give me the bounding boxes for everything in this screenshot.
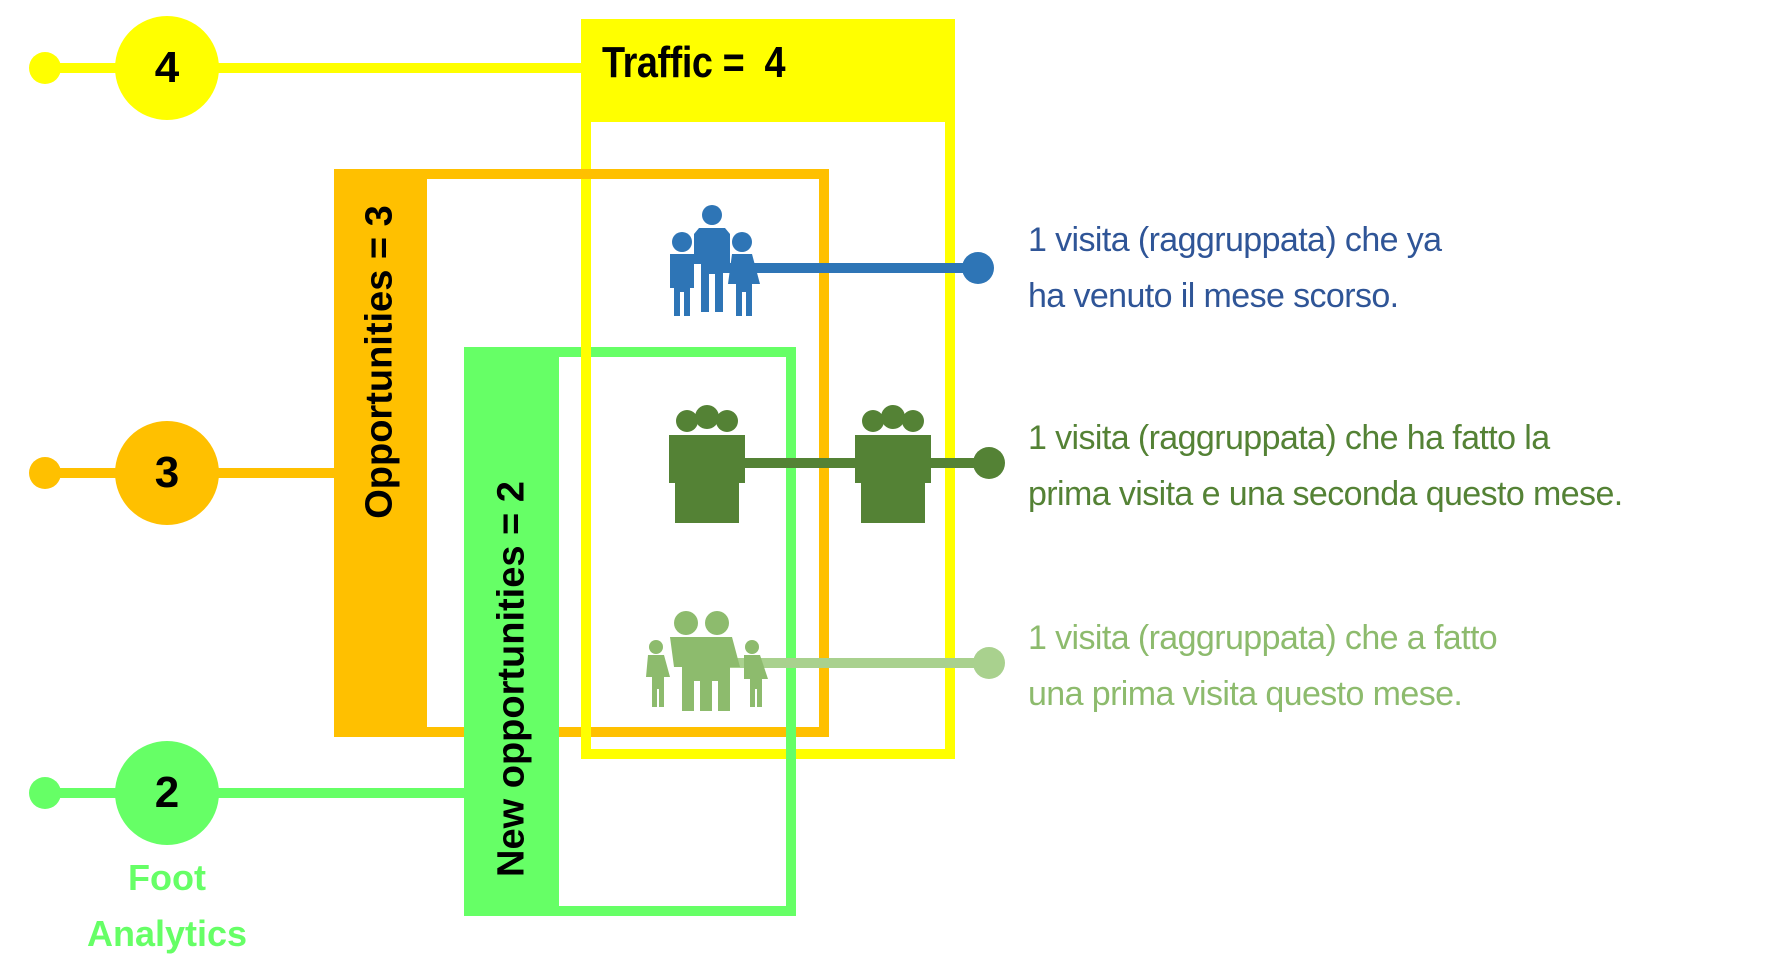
first-visit-description: 1 visita (raggruppata) che a fatto una p… xyxy=(1028,610,1498,722)
returning-visit-description: 1 visita (raggruppata) che ya ha venuto … xyxy=(1028,212,1442,324)
returning-line-2: ha venuto il mese scorso. xyxy=(1028,277,1399,315)
brand-line-2: Analytics xyxy=(86,913,248,954)
repeat-visit-description: 1 visita (raggruppata) che ha fatto la p… xyxy=(1028,410,1623,522)
level-3-end-dot xyxy=(29,457,61,489)
brand-line-1: Foot xyxy=(128,857,206,898)
level-2-badge xyxy=(115,741,219,845)
level-3-number: 3 xyxy=(154,448,180,497)
family-father-children-icon xyxy=(670,205,760,316)
level-3-connector xyxy=(29,421,338,525)
level-3-badge xyxy=(115,421,219,525)
level-2-connector xyxy=(29,741,468,845)
returning-dot xyxy=(962,252,994,284)
returning-line-1: 1 visita (raggruppata) che ya xyxy=(1028,221,1442,259)
opportunities-label: Opportunities = 3 xyxy=(358,205,401,519)
new-opportunities-header xyxy=(464,347,559,916)
level-4-end-dot xyxy=(29,52,61,84)
level-4-connector xyxy=(29,16,585,120)
traffic-label: Traffic = 4 xyxy=(602,38,786,87)
new-opportunities-label: New opportunities = 2 xyxy=(490,481,533,877)
repeat-line-1: 1 visita (raggruppata) che ha fatto la xyxy=(1028,419,1550,457)
traffic-box xyxy=(581,19,955,759)
traffic-header xyxy=(581,19,955,122)
first-line-1: 1 visita (raggruppata) che a fatto xyxy=(1028,619,1498,657)
group-people-icon xyxy=(855,405,931,523)
repeat-dot xyxy=(973,447,1005,479)
first-dot xyxy=(973,647,1005,679)
family-parents-children-icon xyxy=(646,611,768,711)
repeat-line-2: prima visita e una seconda questo mese. xyxy=(1028,475,1623,513)
level-4-number: 4 xyxy=(154,43,180,92)
first-line-2: una prima visita questo mese. xyxy=(1028,675,1463,713)
level-2-number: 2 xyxy=(154,768,180,817)
level-2-end-dot xyxy=(29,777,61,809)
level-4-badge xyxy=(115,16,219,120)
opportunities-header xyxy=(334,169,427,737)
group-people-icon xyxy=(669,405,745,523)
brand-label: Foot Analytics xyxy=(67,850,267,962)
